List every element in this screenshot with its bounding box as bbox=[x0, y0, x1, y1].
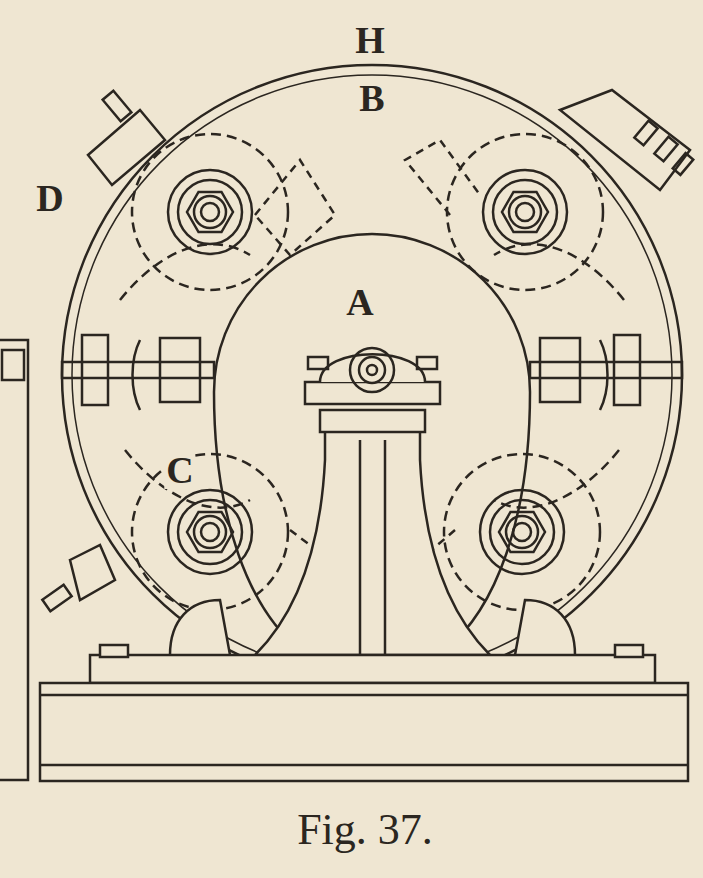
part-letter: B bbox=[357, 79, 386, 117]
part-letter: A bbox=[344, 283, 375, 321]
part-letter: H bbox=[353, 21, 387, 59]
figure-caption: Fig. 37. bbox=[297, 808, 433, 852]
part-letter: C bbox=[164, 451, 195, 489]
part-letter: D bbox=[34, 179, 65, 217]
